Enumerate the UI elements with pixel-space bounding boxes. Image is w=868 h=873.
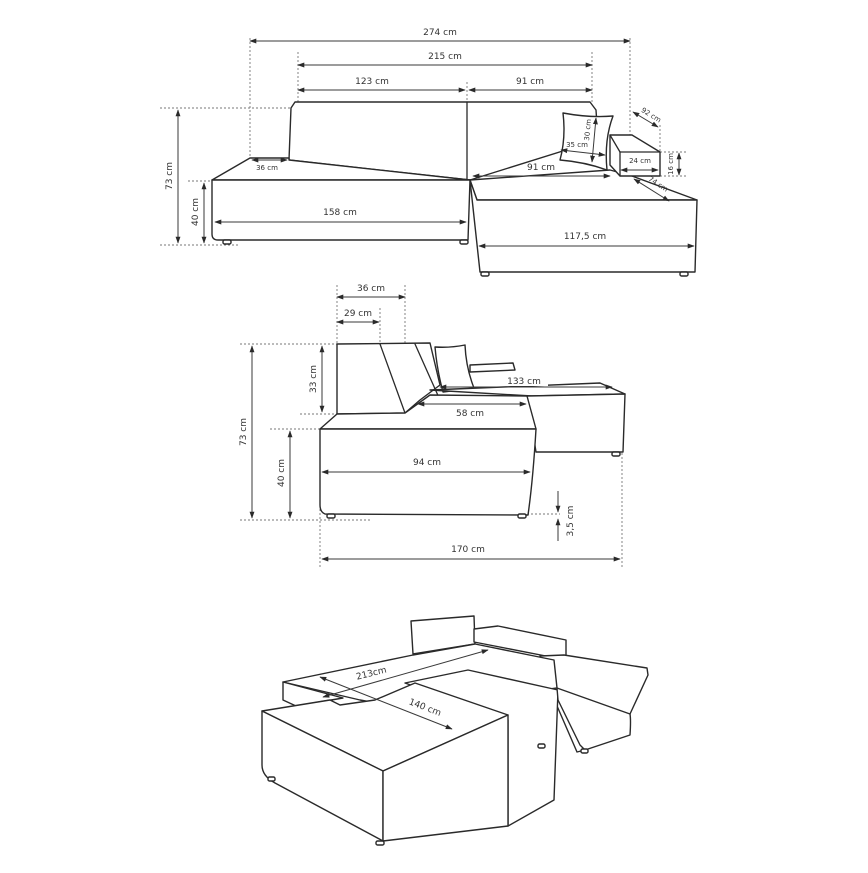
dim-back-depth: 29 cm (336, 309, 380, 325)
bed-front-block-right (382, 714, 509, 842)
dim-back-left: 123 cm (297, 77, 466, 93)
dim-total-height: 73 cm (165, 109, 181, 244)
bed-view: 213cm 140 cm (261, 615, 649, 846)
side-bolster (469, 362, 516, 373)
chaise-base (469, 179, 698, 273)
svg-text:36 cm: 36 cm (256, 164, 278, 172)
dim-back-depth-top: 36 cm (336, 284, 406, 300)
dim-total-width: 274 cm (249, 28, 631, 44)
dim-side-total-depth: 170 cm (321, 545, 621, 562)
svg-text:16 cm: 16 cm (667, 153, 675, 175)
dim-bolster-height: 16 cm (667, 152, 682, 176)
svg-text:170 cm: 170 cm (451, 545, 485, 555)
svg-text:35 cm: 35 cm (566, 141, 588, 149)
svg-text:73 cm: 73 cm (239, 418, 249, 446)
svg-text:40 cm: 40 cm (277, 459, 287, 487)
svg-text:73 cm: 73 cm (165, 162, 175, 190)
svg-text:274 cm: 274 cm (423, 28, 457, 38)
svg-text:94 cm: 94 cm (413, 458, 441, 468)
bed-front-block-left (261, 710, 384, 842)
dim-side-total-height: 73 cm (239, 345, 255, 519)
dim-bolster-angle: 92 cm (632, 106, 663, 128)
side-pillow (434, 344, 475, 393)
svg-text:123 cm: 123 cm (355, 77, 389, 87)
dim-back-width: 215 cm (297, 52, 593, 68)
dim-seat-height: 40 cm (191, 182, 207, 244)
dim-armrest-depth: 36 cm (251, 157, 288, 172)
svg-text:117,5 cm: 117,5 cm (564, 232, 606, 242)
svg-text:158 cm: 158 cm (323, 208, 357, 218)
svg-text:40 cm: 40 cm (191, 198, 201, 226)
dim-back-right: 91 cm (468, 77, 593, 93)
svg-text:133 cm: 133 cm (507, 377, 541, 387)
svg-text:30 cm: 30 cm (583, 118, 593, 141)
dim-seat-depth-inner: 58 cm (417, 401, 527, 419)
dim-side-back-height: 33 cm (309, 345, 325, 413)
dim-seat-depth: 94 cm (321, 458, 531, 475)
svg-text:33 cm: 33 cm (309, 365, 319, 393)
dim-side-seat-height: 40 cm (277, 430, 293, 519)
dim-leg-height: 3,5 cm (555, 491, 576, 541)
svg-text:215 cm: 215 cm (428, 52, 462, 62)
svg-text:92 cm: 92 cm (640, 106, 663, 124)
svg-text:29 cm: 29 cm (344, 309, 372, 319)
bolster-block (609, 134, 661, 177)
svg-text:3,5 cm: 3,5 cm (566, 506, 576, 537)
dim-chaise-depth: 133 cm (439, 375, 613, 390)
sofa-seat-base (211, 179, 471, 241)
svg-text:91 cm: 91 cm (527, 163, 555, 173)
dim-chaise-width: 117,5 cm (478, 232, 695, 249)
dim-seat-width: 158 cm (214, 208, 467, 225)
bed-chaise-side (556, 687, 632, 751)
dim-pillow-width: 35 cm (560, 141, 606, 157)
dim-bolster-width: 24 cm (620, 157, 659, 173)
side-chaise (526, 393, 626, 453)
svg-text:91 cm: 91 cm (516, 77, 544, 87)
svg-text:24 cm: 24 cm (629, 157, 651, 165)
side-view: 36 cm 29 cm 73 cm 33 cm 40 cm (239, 284, 626, 568)
svg-text:36 cm: 36 cm (357, 284, 385, 294)
dim-chaise-inner: 91 cm (472, 163, 611, 179)
svg-text:58 cm: 58 cm (456, 409, 484, 419)
front-view: 274 cm 215 cm 123 cm 91 cm (160, 28, 698, 277)
